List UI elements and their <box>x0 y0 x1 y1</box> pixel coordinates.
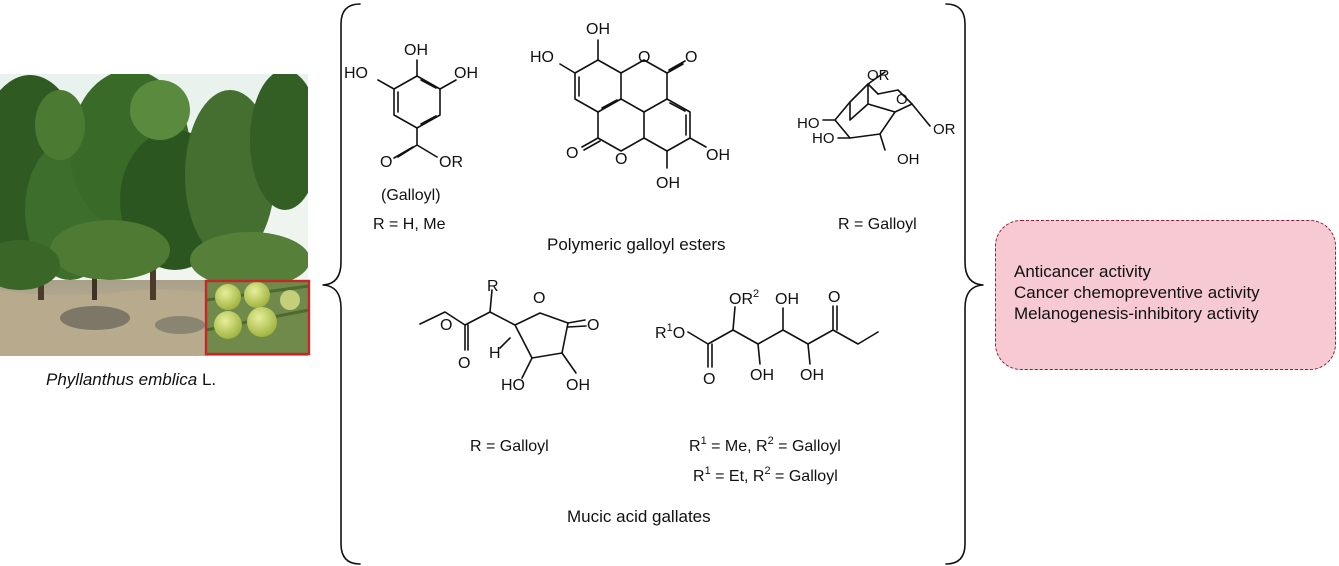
left-brace <box>322 3 361 565</box>
lactone-o-ester1: O <box>440 317 452 334</box>
activity-box: Anticancer activity Cancer chemopreventi… <box>995 220 1336 370</box>
ellagic-oh-bottom: OH <box>656 175 680 192</box>
mucic-or2: OR2 <box>729 288 759 308</box>
gallic-o-ester: O <box>380 154 392 171</box>
lactone-r-definition: R = Galloyl <box>470 438 549 455</box>
gallic-caption: (Galloyl) <box>381 187 441 204</box>
plant-species-name: Phyllanthus emblica L. <box>46 370 216 390</box>
ellagic-o-carbonyl-top: O <box>685 49 697 66</box>
fruit-inset <box>204 279 311 356</box>
lactone-structure: R O O O O H HO OH R = Galloyl <box>419 278 599 455</box>
mucic-definition-2: R1 = Et, R2 = Galloyl <box>693 465 838 485</box>
activity-anticancer: Anticancer activity <box>1014 262 1151 281</box>
gallic-oh-top: OH <box>404 42 428 59</box>
ellagic-ho-left: HO <box>530 49 554 66</box>
glucose-or-anomeric: OR <box>933 121 956 138</box>
lactone-oh: OH <box>566 377 590 394</box>
ellagic-o-carbonyl-bottom: O <box>566 145 578 162</box>
gallic-acid-structure: OH HO OH O OR (Galloyl) R = H, Me <box>344 42 478 233</box>
glucose-ho-2: HO <box>812 130 835 147</box>
mucic-r1o: R1O <box>655 322 685 342</box>
plant-author: L. <box>201 370 217 389</box>
activity-melanogenesis: Melanogenesis-inhibitory activity <box>1014 304 1259 323</box>
lactone-o-carbonyl: O <box>587 317 599 334</box>
mucic-ester-structure: OR2 OH R1O O O OH OH R1 = Me, R2 = Gallo… <box>655 288 879 485</box>
lactone-h: H <box>489 345 501 362</box>
plant-genus: Phyllanthus <box>46 370 134 389</box>
glucose-ho-1: HO <box>797 115 820 132</box>
ellagic-oh-top: OH <box>586 21 610 38</box>
glucose-o-ring: O <box>896 91 908 108</box>
lactone-o-ring: O <box>533 290 545 307</box>
mucic-o-ester-left: O <box>703 371 715 388</box>
gallic-ho-left: HO <box>344 65 368 82</box>
ellagic-o-ring-top: O <box>638 49 650 66</box>
ellagic-oh-right: OH <box>706 147 730 164</box>
plant-species: emblica <box>138 370 198 389</box>
glucose-ester-structure: OR O HO HO OH OR R = Galloyl <box>797 67 956 233</box>
glucose-oh-bottom: OH <box>897 151 920 168</box>
gallic-oh-right: OH <box>454 65 478 82</box>
lactone-ho: HO <box>501 377 525 394</box>
mucic-oh-mid2: OH <box>800 367 824 384</box>
gallic-r-definition: R = H, Me <box>373 216 446 233</box>
gallic-or: OR <box>439 154 463 171</box>
glucose-or-top: OR <box>867 67 890 84</box>
glucose-r-definition: R = Galloyl <box>838 216 917 233</box>
lactone-r: R <box>487 278 499 295</box>
mucic-acid-gallates-label: Mucic acid gallates <box>567 507 711 526</box>
mucic-oh-top: OH <box>775 291 799 308</box>
ellagic-o-ring-bottom: O <box>615 151 627 168</box>
mucic-oh-mid: OH <box>750 367 774 384</box>
polymeric-esters-label: Polymeric galloyl esters <box>547 235 726 254</box>
mucic-o-ester-right: O <box>828 289 840 306</box>
ellagic-acid-structure: OH HO O O O O OH OH <box>530 21 730 192</box>
activity-chemopreventive: Cancer chemopreventive activity <box>1014 283 1260 302</box>
mucic-definition-1: R1 = Me, R2 = Galloyl <box>689 435 841 455</box>
right-brace <box>945 3 984 565</box>
lactone-o-ester2: O <box>458 355 470 372</box>
